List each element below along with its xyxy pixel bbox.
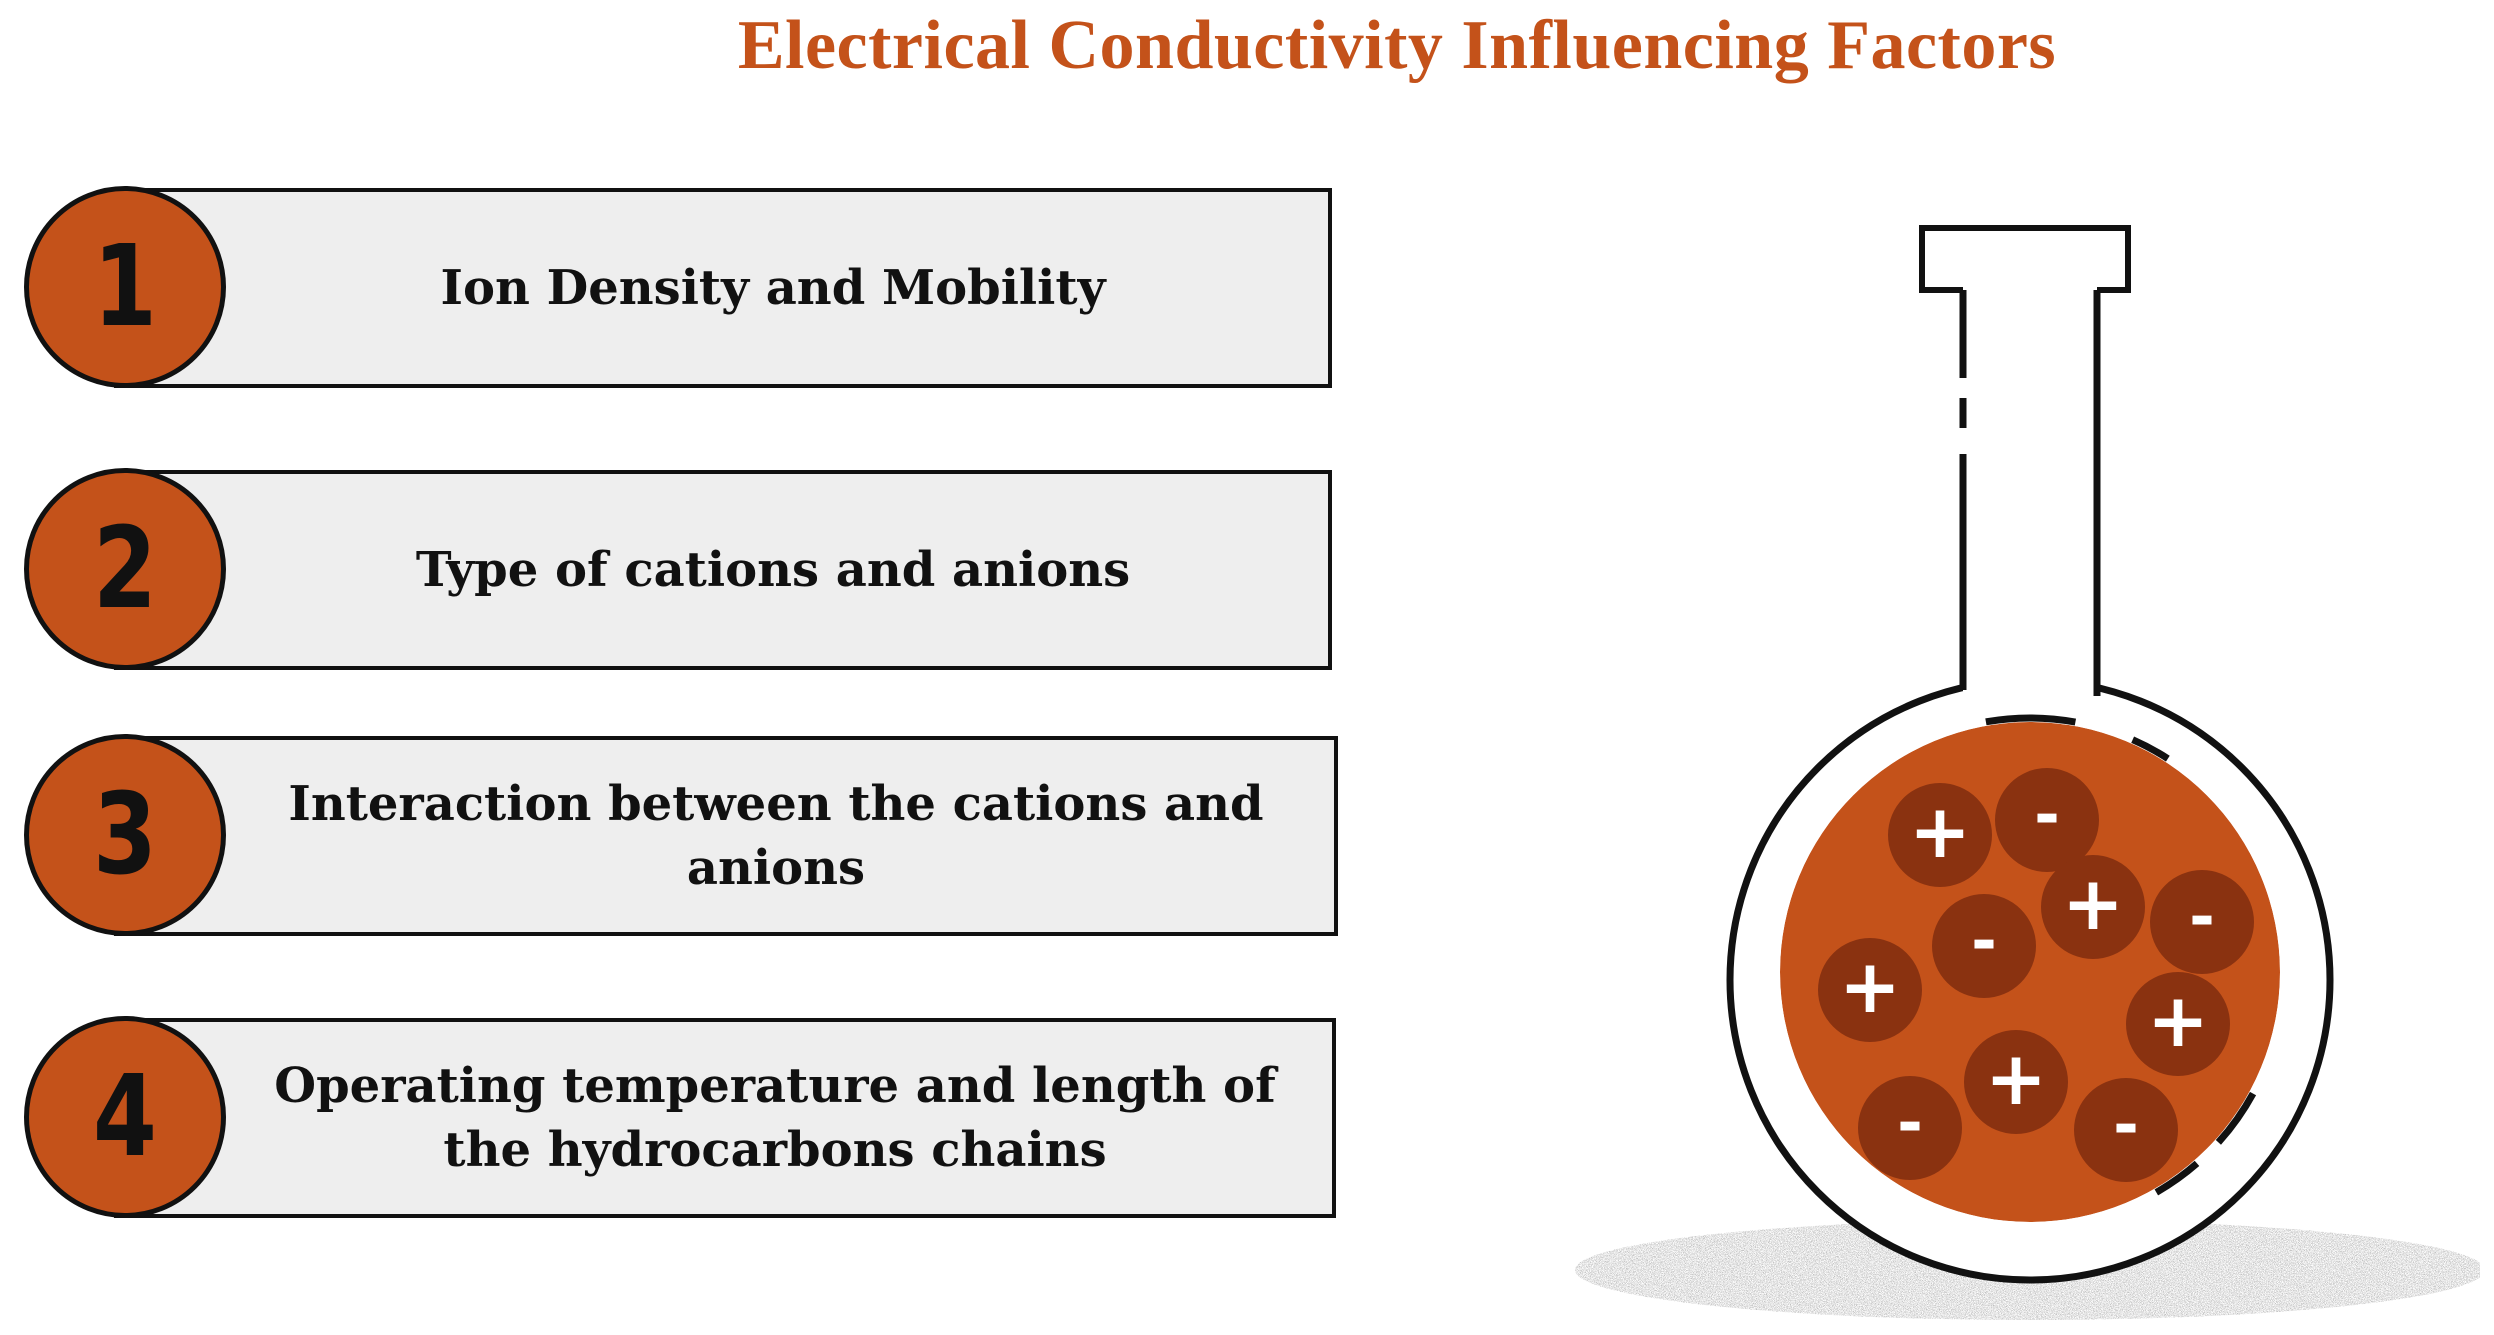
- ion-circle: [1964, 1030, 2068, 1134]
- number-badge: 3: [24, 734, 226, 936]
- page-title: Electrical Conductivity Influencing Fact…: [737, 7, 2057, 84]
- ion-sign: +: [1909, 789, 1971, 875]
- anion-ion: -: [2150, 870, 2254, 974]
- ion-circle: [1858, 1076, 1962, 1180]
- ion-sign: -: [2113, 1088, 2139, 1161]
- anion-ion: -: [2074, 1078, 2178, 1182]
- factor-box: Operating temperature and length of the …: [114, 1018, 1336, 1218]
- flask-stopper: [1919, 225, 2131, 293]
- ion-circle: [2150, 870, 2254, 974]
- number-badge: 1: [24, 186, 226, 388]
- cation-ion: +: [2041, 855, 2145, 959]
- factor-box: Interaction between the cations and anio…: [114, 736, 1338, 936]
- factor-number: 1: [93, 222, 157, 352]
- ion-sign: +: [2147, 978, 2209, 1064]
- flask-illustration: +--+-+++--: [1575, 225, 2480, 1320]
- cation-ion: +: [2126, 972, 2230, 1076]
- ion-sign: +: [2062, 861, 2124, 947]
- factor-number: 3: [93, 770, 157, 900]
- ion-circle: [2126, 972, 2230, 1076]
- ion-sign: +: [1839, 944, 1901, 1030]
- ion-circle: [1888, 783, 1992, 887]
- flask-neck-fill: [1963, 280, 2097, 720]
- factor-number: 4: [93, 1052, 157, 1182]
- ion-sign: -: [2189, 880, 2215, 953]
- ion-circle: [2041, 855, 2145, 959]
- cation-ion: +: [1818, 938, 1922, 1042]
- factor-label: Interaction between the cations and anio…: [288, 776, 1264, 896]
- cation-ion: +: [1964, 1030, 2068, 1134]
- ion-circle: [1932, 894, 2036, 998]
- ion-sign: -: [2034, 778, 2060, 851]
- number-badge: 4: [24, 1016, 226, 1218]
- factor-box: Type of cations and anions: [114, 470, 1332, 670]
- factor-label: Type of cations and anions: [415, 542, 1131, 598]
- ion-sign: -: [1897, 1086, 1923, 1159]
- anion-ion: -: [1858, 1076, 1962, 1180]
- factor-number: 2: [93, 504, 157, 634]
- ion-sign: +: [1985, 1036, 2047, 1122]
- factor-label: Ion Density and Mobility: [440, 260, 1106, 316]
- ion-circle: [1995, 768, 2099, 872]
- ions-group: +--+-+++--: [1818, 768, 2254, 1182]
- factor-box: Ion Density and Mobility: [114, 188, 1332, 388]
- cation-ion: +: [1888, 783, 1992, 887]
- anion-ion: -: [1932, 894, 2036, 998]
- ion-circle: [1818, 938, 1922, 1042]
- ion-circle: [2074, 1078, 2178, 1182]
- factor-label: Operating temperature and length of the …: [274, 1058, 1276, 1178]
- number-badge: 2: [24, 468, 226, 670]
- ion-sign: -: [1971, 904, 1997, 977]
- anion-ion: -: [1995, 768, 2099, 872]
